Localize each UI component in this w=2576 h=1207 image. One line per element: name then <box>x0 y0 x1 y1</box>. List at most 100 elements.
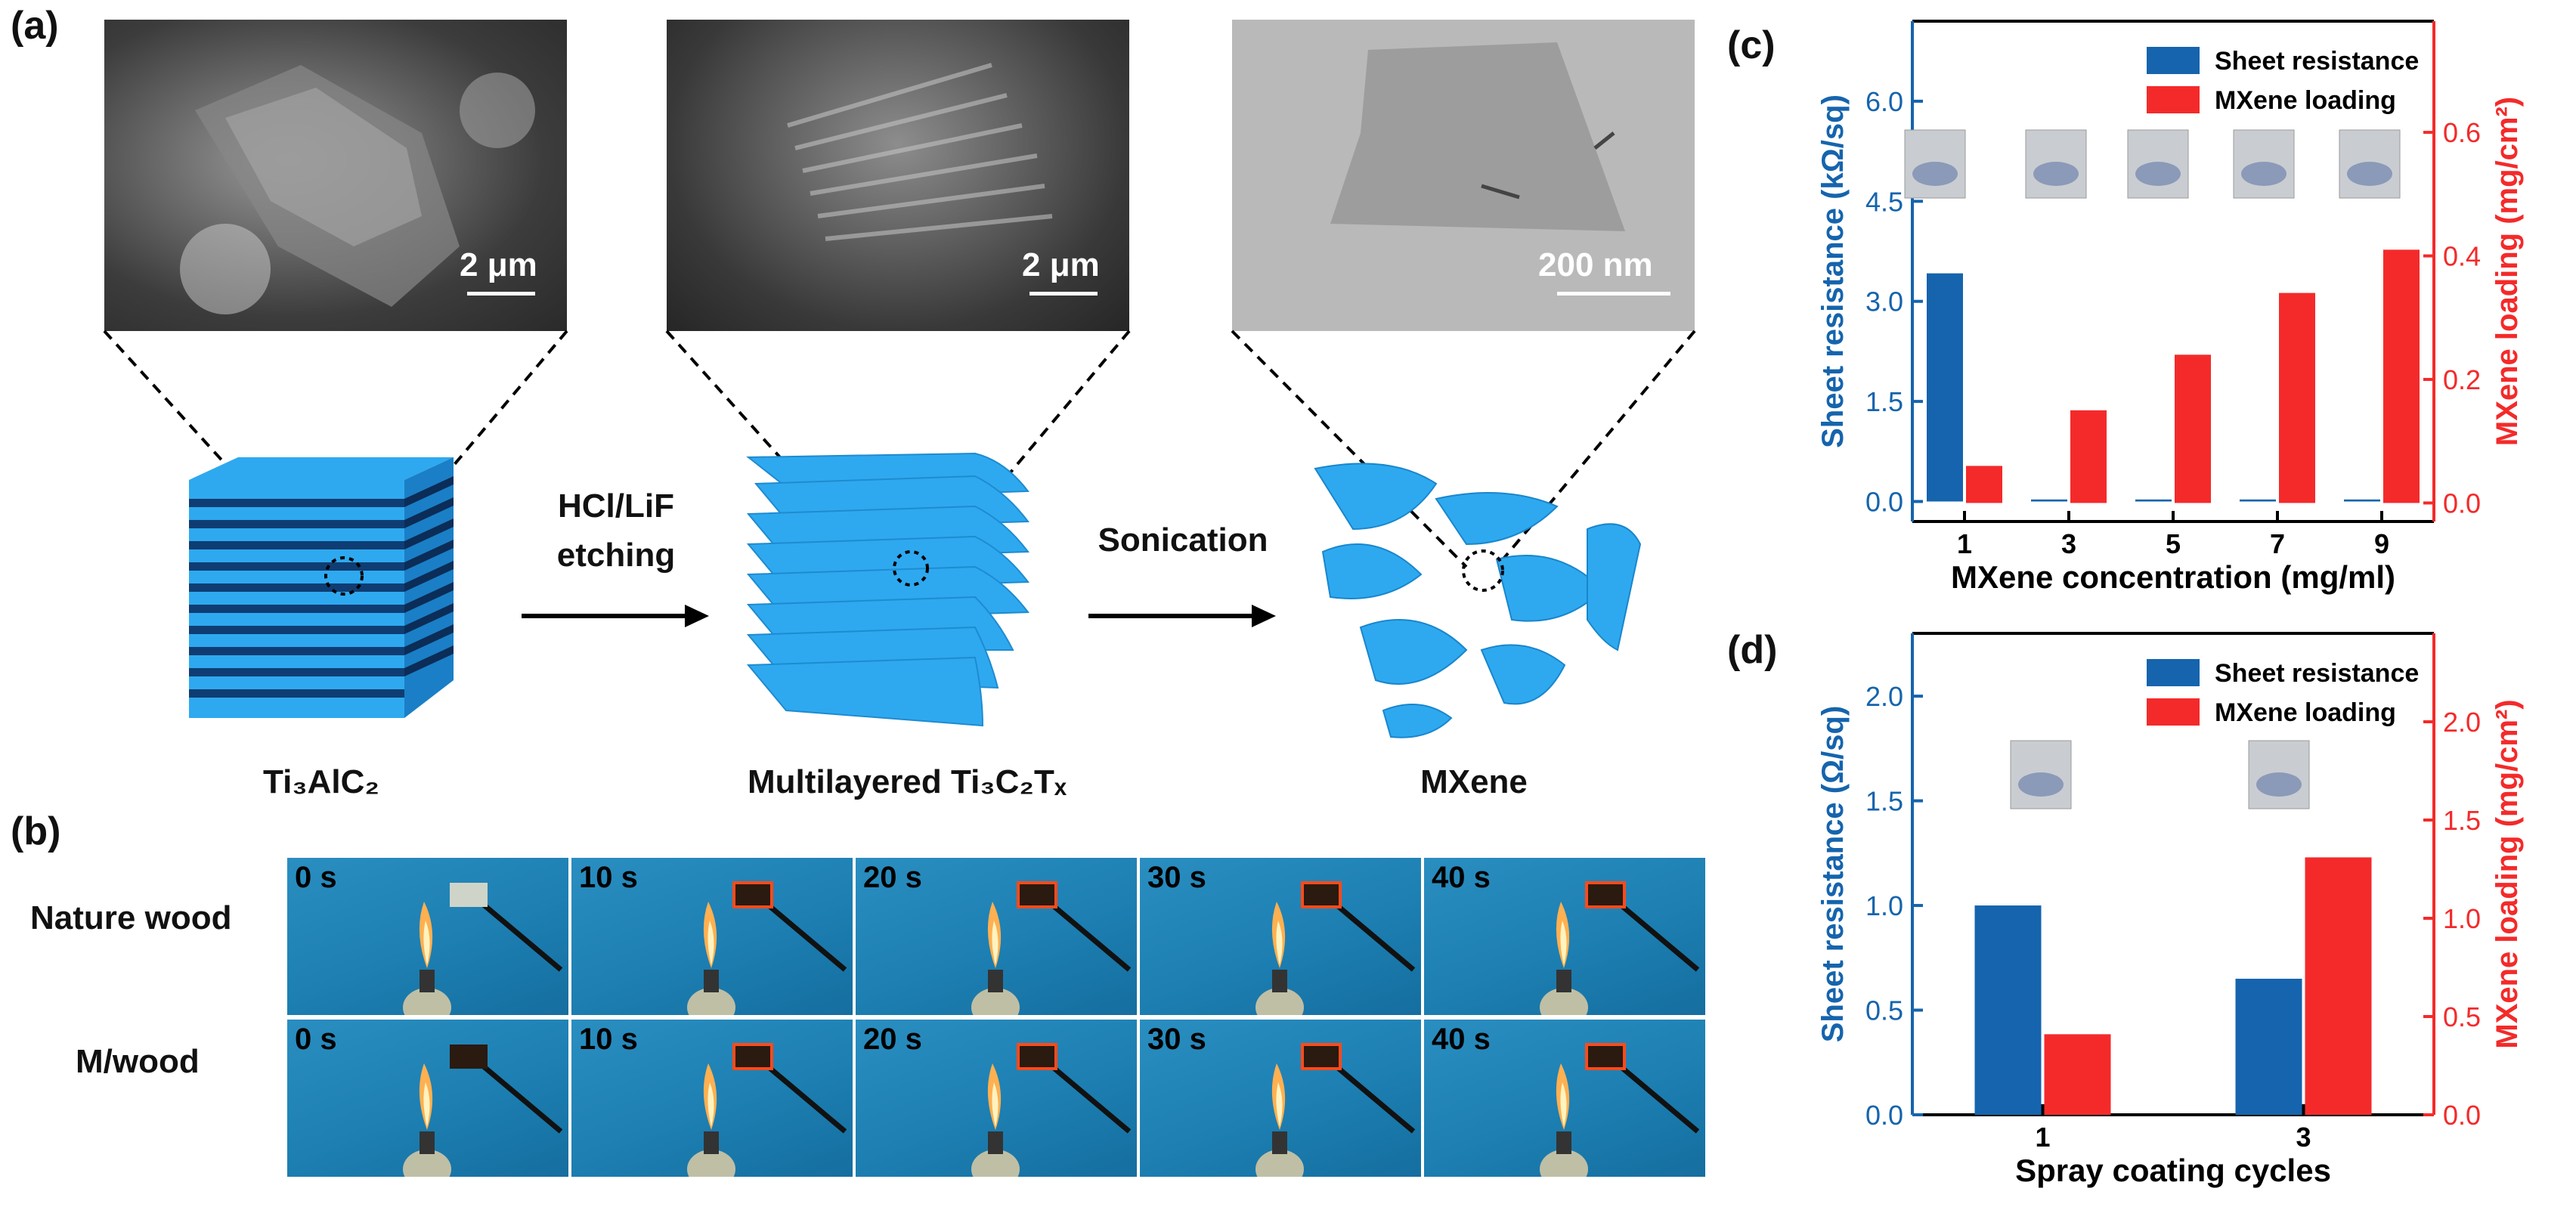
bar-mxene-loading <box>2044 1034 2111 1115</box>
tem-image-mxene: 200 nm <box>1232 20 1695 331</box>
time-label: 20 s <box>863 861 922 894</box>
panel-c-letter: (c) <box>1727 23 1776 67</box>
inset-led <box>2347 162 2392 186</box>
x-tick-label: 1 <box>1957 528 1972 559</box>
inset-led <box>2018 772 2064 797</box>
inset-led <box>2256 772 2302 797</box>
right-axis-label: MXene loading (mg/cm²) <box>2491 699 2524 1048</box>
material2-label: Multilayered Ti₃C₂Tₓ <box>748 763 1067 800</box>
sem-image-multilayer: 2 μm <box>667 20 1129 331</box>
left-axis-label: Sheet resistance (Ω/sq) <box>1816 706 1850 1043</box>
scale-bar-2 <box>1029 292 1098 296</box>
flame-photo: 40 s <box>1424 1020 1705 1177</box>
bar-sheet-resistance <box>2240 499 2276 502</box>
flame-photo: 20 s <box>856 1020 1137 1177</box>
row-label-m-wood: M/wood <box>76 1043 200 1080</box>
right-axis-label: MXene loading (mg/cm²) <box>2491 97 2524 446</box>
panel-a-letter: (a) <box>11 4 59 48</box>
material1-label: Ti₃AlC₂ <box>263 763 379 800</box>
inset-photo <box>2339 129 2401 199</box>
bar-mxene-loading <box>2175 354 2211 503</box>
flame-photo: 10 s <box>571 1020 853 1177</box>
left-tick-label: 1.5 <box>1865 786 1903 817</box>
time-label: 30 s <box>1147 861 1206 894</box>
flame-photo: 0 s <box>287 858 568 1015</box>
bar-sheet-resistance <box>1927 273 1963 502</box>
left-tick-label: 2.0 <box>1865 681 1903 712</box>
time-label: 20 s <box>863 1023 922 1056</box>
sem-image-ti3alc2: 2 μm <box>104 20 567 331</box>
bar-mxene-loading <box>2070 410 2107 503</box>
inset-led <box>1912 162 1958 186</box>
x-axis-label: MXene concentration (mg/ml) <box>1951 559 2395 595</box>
x-tick-label: 5 <box>2166 528 2181 559</box>
left-axis-label: Sheet resistance (kΩ/sq) <box>1816 94 1850 448</box>
scale-bar-1 <box>467 292 535 296</box>
legend-swatch <box>2147 659 2200 686</box>
right-tick-label: 0.4 <box>2443 241 2481 272</box>
flame-photo: 0 s <box>287 1020 568 1177</box>
flame-photo: 10 s <box>571 858 853 1015</box>
flame-photo: 20 s <box>856 858 1137 1015</box>
scale-label-1: 2 μm <box>460 246 537 283</box>
bar-sheet-resistance <box>2031 499 2067 502</box>
x-axis-label: Spray coating cycles <box>2015 1153 2331 1188</box>
bar-sheet-resistance <box>2235 978 2302 1115</box>
scale-bar-3 <box>1557 292 1670 296</box>
x-tick-label: 7 <box>2270 528 2285 559</box>
legend-swatch <box>2147 47 2200 74</box>
right-tick-label: 2.0 <box>2443 707 2481 738</box>
time-label: 40 s <box>1432 861 1491 894</box>
mxene-flakes <box>1314 463 1642 738</box>
bar-mxene-loading <box>2305 857 2372 1115</box>
bar-sheet-resistance <box>1974 905 2042 1115</box>
legend-swatch <box>2147 86 2200 113</box>
right-tick-label: 0.6 <box>2443 117 2481 148</box>
flame-photo: 40 s <box>1424 858 1705 1015</box>
bar-sheet-resistance <box>2135 499 2172 502</box>
bar-mxene-loading <box>2279 292 2315 503</box>
synthesis-schematic <box>103 330 1696 738</box>
bar-mxene-loading <box>1966 466 2002 503</box>
left-tick-label: 0.0 <box>1865 487 1903 518</box>
legend-label: MXene loading <box>2215 698 2396 727</box>
inset-led <box>2033 162 2079 186</box>
time-label: 0 s <box>295 861 337 894</box>
step1-line1: HCl/LiF <box>558 487 674 525</box>
step2-label: Sonication <box>1098 521 1268 559</box>
x-tick-label: 1 <box>2035 1122 2050 1153</box>
bar-sheet-resistance <box>2344 499 2380 502</box>
right-tick-label: 1.5 <box>2443 805 2481 836</box>
time-label: 0 s <box>295 1023 337 1056</box>
legend-label: Sheet resistance <box>2215 659 2419 688</box>
left-tick-label: 0.0 <box>1865 1100 1903 1131</box>
flame-photo: 30 s <box>1140 858 1421 1015</box>
legend-label: Sheet resistance <box>2215 47 2419 76</box>
material3-label: MXene <box>1420 763 1528 800</box>
left-tick-label: 1.5 <box>1865 386 1903 417</box>
right-tick-label: 0.0 <box>2443 487 2481 518</box>
left-tick-label: 4.5 <box>1865 186 1903 217</box>
right-tick-label: 0.2 <box>2443 364 2481 395</box>
x-tick-label: 3 <box>2061 528 2076 559</box>
right-tick-label: 1.0 <box>2443 903 2481 934</box>
time-label: 10 s <box>579 1023 638 1056</box>
inset-photo <box>2248 740 2310 809</box>
panel-b-letter: (b) <box>11 809 61 853</box>
panel-d-letter: (d) <box>1727 628 1778 672</box>
right-tick-label: 0.5 <box>2443 1001 2481 1032</box>
legend-swatch <box>2147 698 2200 726</box>
left-tick-label: 6.0 <box>1865 86 1903 117</box>
bar-mxene-loading <box>2383 249 2420 503</box>
flame-photo: 30 s <box>1140 1020 1421 1177</box>
time-label: 10 s <box>579 861 638 894</box>
left-tick-label: 1.0 <box>1865 890 1903 921</box>
process-arrows <box>522 605 1276 627</box>
inset-led <box>2135 162 2181 186</box>
step1-line2: etching <box>556 537 676 574</box>
right-tick-label: 0.0 <box>2443 1100 2481 1131</box>
x-tick-label: 3 <box>2296 1122 2311 1153</box>
x-tick-label: 9 <box>2374 528 2389 559</box>
